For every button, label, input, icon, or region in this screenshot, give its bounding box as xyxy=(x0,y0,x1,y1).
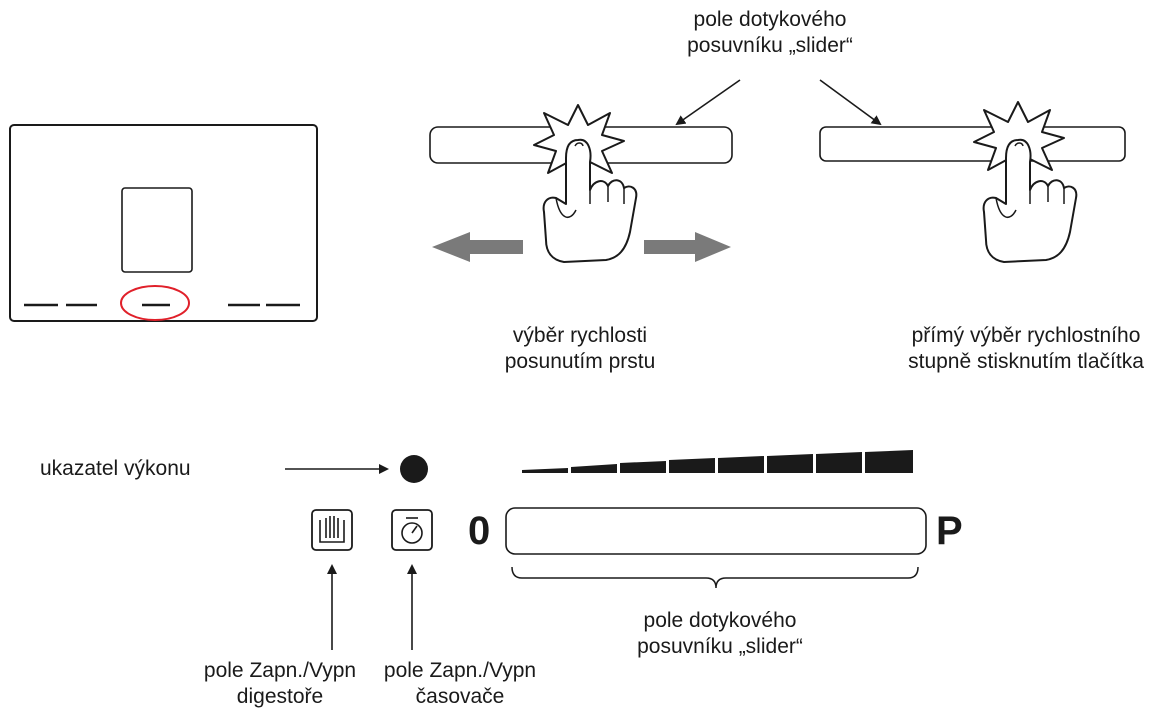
label-line: pole dotykového xyxy=(693,8,847,31)
label-line: pole dotykového xyxy=(643,609,797,632)
level-bar xyxy=(620,461,666,473)
level-bar xyxy=(767,454,813,473)
label-line: pole Zapn./Vypn xyxy=(383,659,537,682)
label-line: posuvníku „slider“ xyxy=(687,34,853,57)
label-line: výběr rychlosti xyxy=(512,324,648,347)
highlight-ellipse xyxy=(120,285,190,321)
hood-onoff-button[interactable] xyxy=(311,509,353,551)
swipe-slider-illustration xyxy=(429,104,733,263)
label-line: pole Zapn./Vypn xyxy=(203,659,357,682)
arrow-left-icon xyxy=(432,232,523,262)
level-bar xyxy=(522,468,568,473)
label-line: přímý výběr rychlostního xyxy=(911,324,1141,347)
power-dot-icon xyxy=(400,455,428,483)
power-indicator-label: ukazatel výkonu xyxy=(40,457,191,480)
level-bar xyxy=(816,452,862,473)
label-line: stupně stisknutím tlačítka xyxy=(908,350,1144,373)
slider-min-label: 0 xyxy=(468,509,491,553)
label-line: časovače xyxy=(415,685,505,708)
level-bar xyxy=(669,458,715,473)
label-line: posuvníku „slider“ xyxy=(637,635,803,658)
arrow-right-icon xyxy=(644,232,731,262)
timer-onoff-label: pole Zapn./Vypn časovače xyxy=(365,658,555,710)
label-line: digestoře xyxy=(236,685,324,708)
level-bar xyxy=(865,450,913,473)
level-bar xyxy=(718,456,764,473)
level-bar xyxy=(571,464,617,473)
power-level-bars xyxy=(522,450,913,473)
stopwatch-icon xyxy=(401,517,423,544)
press-slider-illustration xyxy=(819,101,1126,263)
timer-onoff-button[interactable] xyxy=(391,509,433,551)
speed-by-press-label: přímý výběr rychlostního stupně stisknut… xyxy=(878,323,1174,375)
appliance-overview xyxy=(9,124,318,322)
speed-by-swipe-label: výběr rychlosti posunutím prstu xyxy=(470,323,690,375)
hood-onoff-label: pole Zapn./Vypn digestoře xyxy=(180,658,380,710)
slider-field[interactable] xyxy=(505,507,927,555)
hood-fan-icon xyxy=(319,516,345,543)
slider-field-label-top: pole dotykového posuvníku „slider“ xyxy=(655,7,885,59)
label-line: posunutím prstu xyxy=(504,350,656,373)
slider-brace xyxy=(511,566,919,589)
slider-max-label: P xyxy=(936,509,963,553)
slider-field-label-bottom: pole dotykového posuvníku „slider“ xyxy=(610,608,830,660)
